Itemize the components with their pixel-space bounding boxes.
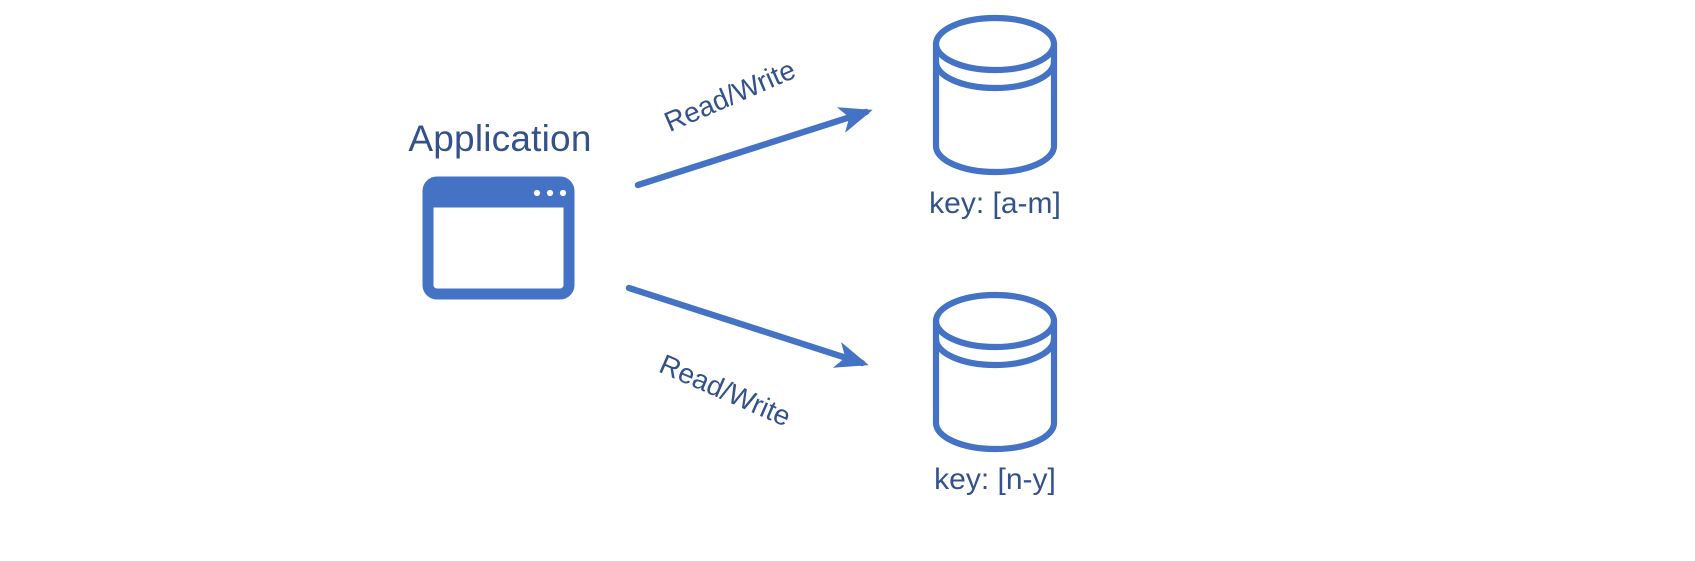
app-window-icon	[422, 176, 575, 300]
app-window-titlebar	[430, 180, 568, 208]
app-window-dot-2	[546, 189, 554, 197]
cylinder-inner-arc-bottom	[932, 335, 1058, 369]
cylinder-top-ellipse-bottom	[932, 291, 1058, 351]
edge-arrow-bottom	[625, 284, 869, 368]
database-label-n-y: key: [n-y]	[934, 463, 1056, 496]
database-cylinder-icon-a-m	[932, 14, 1058, 176]
app-window-dot-1	[533, 189, 541, 197]
edge-arrow-top	[634, 107, 873, 189]
app-window-dot-3	[559, 189, 567, 197]
edge-app-to-a-m	[634, 107, 873, 189]
database-cylinder-icon-n-y	[932, 291, 1058, 453]
cylinder-top-ellipse-top	[932, 14, 1058, 74]
database-label-a-m: key: [a-m]	[929, 187, 1061, 220]
cylinder-body-top	[932, 40, 1058, 176]
edge-app-to-n-y	[625, 284, 869, 368]
application-title: Application	[408, 118, 592, 159]
cylinder-body-bottom	[932, 317, 1058, 453]
cylinder-inner-arc-top	[932, 58, 1058, 92]
